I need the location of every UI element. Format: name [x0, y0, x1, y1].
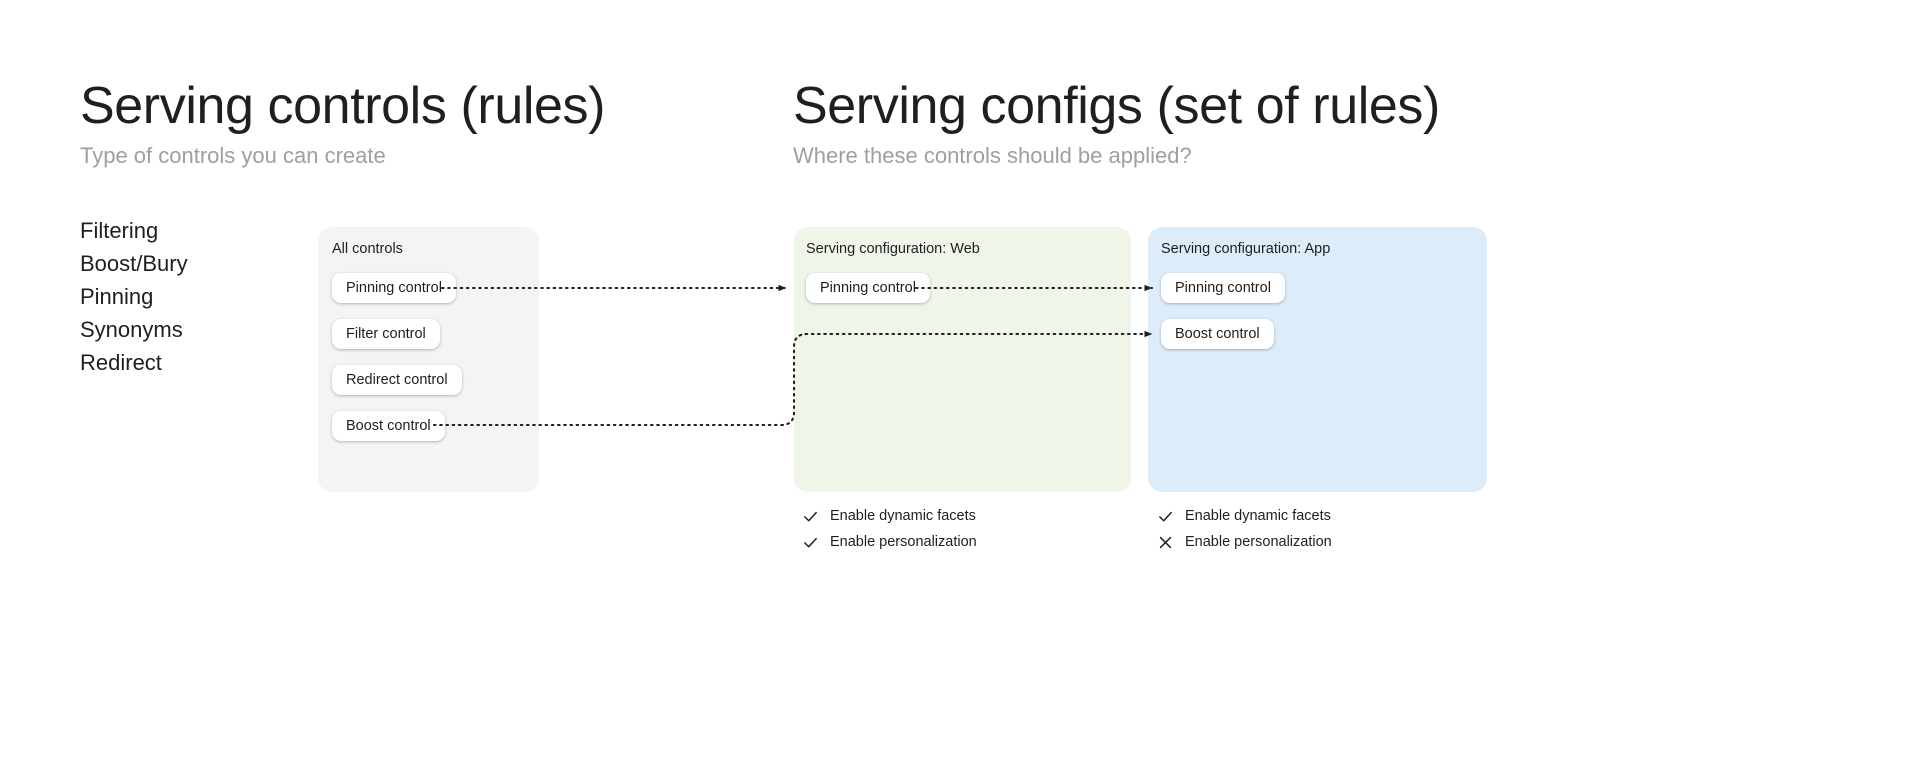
flags-web: Enable dynamic facets Enable personaliza… [802, 503, 977, 555]
control-type-list: Filtering Boost/Bury Pinning Synonyms Re… [80, 214, 188, 379]
check-icon [804, 511, 817, 521]
panel-all-controls [318, 227, 539, 492]
flag-row-app-dynamic-facets: Enable dynamic facets [1157, 503, 1332, 529]
control-type-item: Redirect [80, 350, 162, 375]
chip-pinning-control-web[interactable]: Pinning control [806, 273, 930, 303]
panel-serving-config-web-label: Serving configuration: Web [806, 241, 980, 257]
flag-row-app-personalization: Enable personalization [1157, 529, 1332, 555]
cross-icon [1159, 536, 1172, 548]
chip-boost-control-app[interactable]: Boost control [1161, 319, 1274, 349]
left-section-subtitle: Type of controls you can create [80, 143, 386, 168]
chip-filter-control-all[interactable]: Filter control [332, 319, 440, 349]
chip-pinning-control-all[interactable]: Pinning control [332, 273, 456, 303]
chip-boost-control-all[interactable]: Boost control [332, 411, 445, 441]
flag-label: Enable personalization [830, 533, 977, 550]
panel-serving-config-app-label: Serving configuration: App [1161, 241, 1331, 257]
left-section-title: Serving controls (rules) [80, 77, 606, 135]
panel-serving-config-app [1148, 227, 1487, 492]
chip-redirect-control-all[interactable]: Redirect control [332, 365, 462, 395]
flag-label: Enable personalization [1185, 533, 1332, 550]
panel-serving-config-web [794, 227, 1131, 492]
flag-label: Enable dynamic facets [1185, 507, 1331, 524]
right-section-subtitle: Where these controls should be applied? [793, 143, 1192, 168]
control-type-item: Boost/Bury [80, 251, 188, 276]
check-icon [1159, 511, 1172, 521]
control-type-item: Synonyms [80, 317, 183, 342]
chip-pinning-control-app[interactable]: Pinning control [1161, 273, 1285, 303]
flag-label: Enable dynamic facets [830, 507, 976, 524]
flags-app: Enable dynamic facets Enable personaliza… [1157, 503, 1332, 555]
panel-all-controls-label: All controls [332, 241, 403, 257]
flag-row-web-dynamic-facets: Enable dynamic facets [802, 503, 977, 529]
check-icon [804, 537, 817, 547]
control-type-item: Filtering [80, 218, 159, 243]
right-section-title: Serving configs (set of rules) [793, 77, 1440, 135]
control-type-item: Pinning [80, 284, 154, 309]
flag-row-web-personalization: Enable personalization [802, 529, 977, 555]
